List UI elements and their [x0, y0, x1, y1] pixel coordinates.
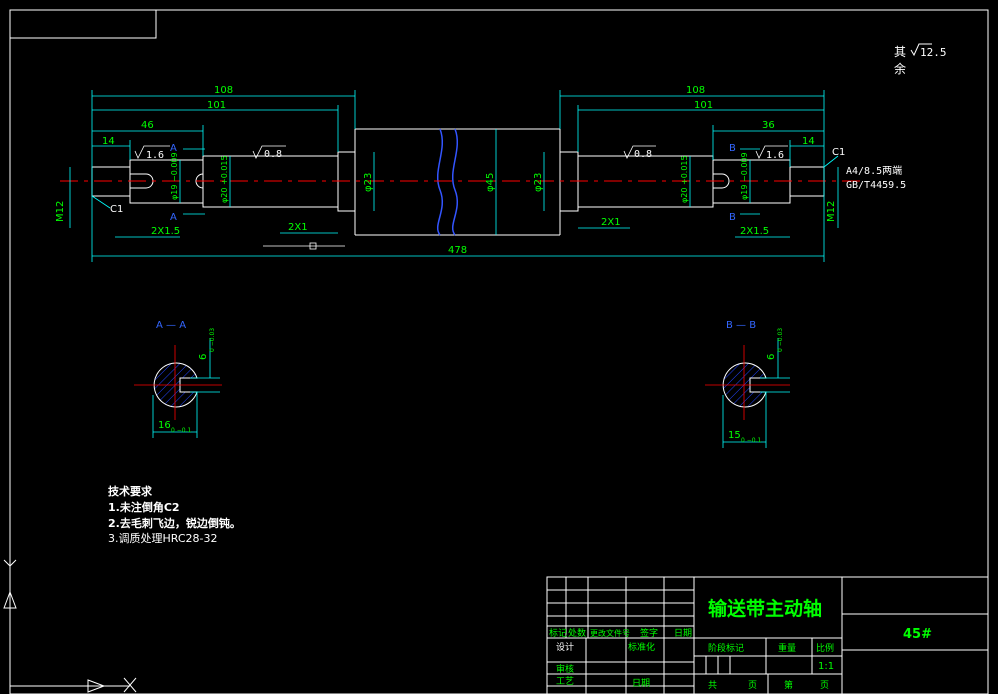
- rough-left-16: 1.6: [146, 150, 164, 161]
- drawing-border: [9, 9, 989, 694]
- dim-c1-right: C1: [832, 147, 845, 158]
- dim-dia-right-23: φ23: [533, 173, 544, 192]
- dim-dia-center: φ45: [485, 173, 496, 192]
- title-stage-mark: 阶段标记: [708, 642, 744, 654]
- ucs-axis-icon: [3, 559, 137, 693]
- center-hole-note-line1: A4/8.5两端: [846, 164, 902, 177]
- title-total-sheets: 共: [708, 680, 717, 691]
- dim-right-overall: 108: [686, 85, 705, 96]
- section-a-width-tol: 0 −0.1: [171, 427, 191, 434]
- break-line-left: [436, 128, 444, 236]
- title-row-label-2: 更改文件号: [590, 628, 630, 638]
- shaft-main-view: [91, 128, 825, 236]
- title-scale: 1:1: [818, 661, 834, 672]
- dim-right-36: 36: [762, 120, 775, 131]
- dim-right-14: 14: [802, 136, 815, 147]
- roughness-symbol-icon: [910, 43, 932, 57]
- section-b-depth-tol: 0 −0.03: [777, 328, 784, 352]
- section-b-title: B — B: [726, 320, 756, 331]
- rough-right-08: 0.8: [634, 149, 652, 160]
- title-sheet-label2: 页: [820, 680, 829, 691]
- dim-dia-left-23: φ23: [363, 173, 374, 192]
- title-review: 审核: [556, 663, 574, 675]
- dim-chamfer-2x15-left: 2X1.5: [151, 226, 180, 237]
- dim-dia-left-small: φ19 −0.009: [170, 152, 179, 200]
- section-a-title: A — A: [156, 320, 186, 331]
- dim-chamfer-2x1-left: 2X1: [288, 222, 308, 233]
- section-a-depth-tol: 0 −0.03: [209, 328, 216, 352]
- title-row-label-4: 日期: [674, 628, 692, 639]
- title-sheet-label: 页: [748, 680, 757, 691]
- center-hole-note-line2: GB/T4459.5: [846, 180, 906, 191]
- dim-thread-left: M12: [55, 201, 66, 222]
- dim-total: 478: [448, 245, 467, 256]
- dim-left-overall: 108: [214, 85, 233, 96]
- section-markers: [183, 148, 760, 215]
- dim-dia-left-mid: φ20 +0.015: [220, 155, 229, 203]
- dim-dia-right-small: φ19 −0.009: [740, 152, 749, 200]
- dimension-lines: [69, 90, 839, 262]
- section-mark-a-top: A: [170, 143, 177, 154]
- title-block: [546, 576, 989, 694]
- section-a-width: 16: [158, 420, 171, 431]
- surface-note-line2: 余: [894, 61, 906, 76]
- dim-c1-left: C1: [110, 204, 123, 215]
- corner-box: [10, 10, 157, 39]
- dim-left-sub: 101: [207, 100, 226, 111]
- section-mark-b-top: B: [729, 143, 736, 154]
- dim-chamfer-2x15-right: 2X1.5: [740, 226, 769, 237]
- title-sheet-no: 第: [784, 679, 793, 691]
- dim-left-46: 46: [141, 120, 154, 131]
- section-a-view: [134, 338, 222, 438]
- title-scale-label: 比例: [816, 642, 834, 654]
- dim-chamfer-2x1-right: 2X1: [601, 217, 621, 228]
- tech-req-item1: 1.未注倒角C2: [108, 500, 180, 514]
- section-a-depth: 6: [198, 354, 209, 360]
- title-row-label-3: 签字: [640, 627, 658, 639]
- rough-right-16: 1.6: [766, 150, 784, 161]
- rough-left-08: 0.8: [264, 149, 282, 160]
- title-row-label-0: 标记: [549, 627, 567, 639]
- title-standardization: 标准化: [628, 641, 655, 653]
- section-b-width-tol: 0 −0.1: [741, 437, 761, 444]
- section-mark-b-bottom: B: [729, 212, 736, 223]
- section-b-depth: 6: [766, 354, 777, 360]
- section-b-width: 15: [728, 430, 741, 441]
- title-design: 设计: [556, 641, 574, 653]
- section-b-view: [705, 338, 790, 448]
- dim-left-14: 14: [102, 136, 115, 147]
- roughness-marks: [134, 145, 788, 159]
- title-process: 工艺: [556, 676, 574, 687]
- tech-req-title: 技术要求: [108, 484, 153, 498]
- surface-note-line1: 其: [894, 45, 906, 59]
- material-label: 45#: [903, 627, 932, 642]
- title-weight: 重量: [778, 642, 796, 654]
- drawing-name: 输送带主动轴: [708, 597, 822, 620]
- dim-dia-right-mid: φ20 +0.015: [680, 155, 689, 203]
- surface-note-roughness: 12.5: [920, 46, 947, 59]
- tech-req-item2: 2.去毛刺飞边，锐边倒钝。: [108, 516, 241, 530]
- break-line-right: [451, 128, 459, 236]
- dim-right-sub: 101: [694, 100, 713, 111]
- title-date: 日期: [632, 678, 650, 689]
- tech-req-item3: 3.调质处理HRC28-32: [108, 532, 218, 545]
- title-row-label-1: 处数: [568, 627, 586, 639]
- section-mark-a-bottom: A: [170, 212, 177, 223]
- dim-thread-right: M12: [826, 201, 837, 222]
